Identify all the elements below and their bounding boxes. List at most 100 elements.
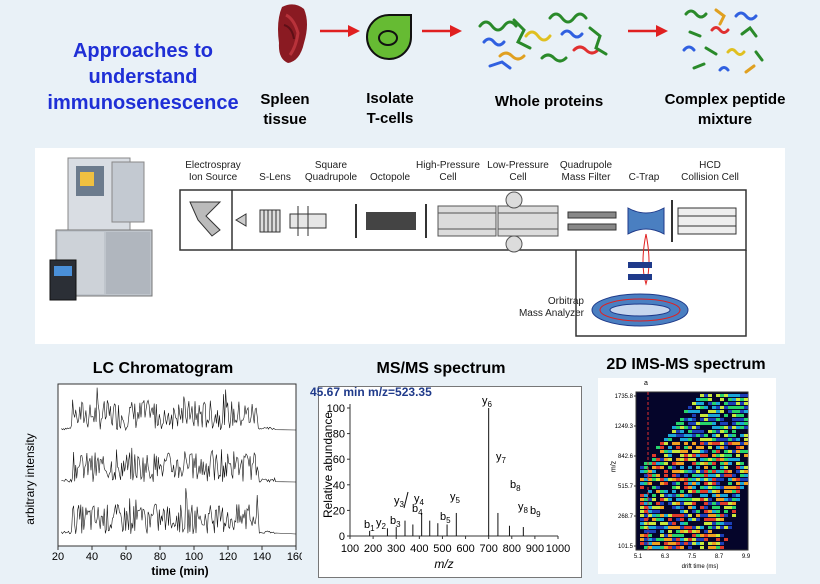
ims-cell (648, 506, 652, 509)
ims-cell (728, 426, 732, 429)
ims-cell (716, 522, 720, 525)
ims-cell (700, 442, 704, 445)
ims-cell (712, 466, 716, 469)
ims-cell (740, 486, 744, 489)
ims-cell (728, 394, 732, 397)
ims-cell (708, 398, 712, 401)
ims-cell (648, 502, 652, 505)
ims-cell (724, 430, 728, 433)
lc-trace (61, 447, 297, 483)
ims-cell (668, 454, 672, 457)
ims-cell (716, 434, 720, 437)
ims-cell (728, 522, 732, 525)
ims-cell (732, 422, 736, 425)
ion-base: y (376, 517, 382, 529)
ims-cell (644, 514, 648, 517)
ims-cell (644, 534, 648, 537)
ims-cell (668, 518, 672, 521)
msms-ion-label: y2 (376, 517, 387, 531)
ims-cell (656, 458, 660, 461)
ims-cell (728, 398, 732, 401)
ims-cell (708, 414, 712, 417)
ims-cell (700, 422, 704, 425)
arrow-icon (320, 25, 360, 37)
ims-cell (688, 458, 692, 461)
ims-cell (644, 466, 648, 469)
step-label-proteins: Whole proteins (474, 92, 624, 112)
ims-cell (716, 446, 720, 449)
ims-cell (700, 406, 704, 409)
ims-cell (740, 466, 744, 469)
ims-cell (732, 458, 736, 461)
ims-cell (692, 486, 696, 489)
ims-cell (640, 506, 644, 509)
ims-cell (736, 498, 740, 501)
ims-cell (720, 454, 724, 457)
ims-cell (720, 498, 724, 501)
octopole-icon (355, 204, 427, 238)
ims-cell (720, 474, 724, 477)
ion-sub: 5 (456, 496, 461, 505)
ims-cell (676, 422, 680, 425)
ims-cell (724, 442, 728, 445)
ims-cell (652, 486, 656, 489)
ims-cell (644, 474, 648, 477)
ims-cell (684, 450, 688, 453)
ims-cell (740, 446, 744, 449)
ims-cell (688, 514, 692, 517)
ims-cell (640, 542, 644, 545)
ims-cell (672, 522, 676, 525)
ims-cell (704, 470, 708, 473)
ims-cell (724, 526, 728, 529)
ims-cell (660, 490, 664, 493)
ims-cell (736, 402, 740, 405)
ims-cell (696, 474, 700, 477)
ims-cell (720, 518, 724, 521)
ims-cell (736, 406, 740, 409)
ims-cell (696, 514, 700, 517)
ims-cell (724, 502, 728, 505)
ims-cell (668, 466, 672, 469)
ims-cell (704, 518, 708, 521)
msms-x-tick-label: 400 (410, 543, 428, 555)
ims-cell (700, 474, 704, 477)
msms-ion-label: y6 (482, 396, 493, 409)
ims-cell (680, 454, 684, 457)
ims-cell (708, 546, 712, 549)
ims-cell (696, 482, 700, 485)
ims-cell (672, 450, 676, 453)
ims-cell (692, 498, 696, 501)
msms-x-tick-label: 200 (364, 543, 382, 555)
msms-panel (318, 386, 582, 578)
ims-cell (740, 410, 744, 413)
ims-cell (680, 458, 684, 461)
ims-cell (696, 510, 700, 513)
ims-cell (704, 510, 708, 513)
ims-cell (724, 522, 728, 525)
ims-y-tick-label: 1249.3 (615, 424, 634, 430)
msms-title: MS/MS spectrum (376, 360, 506, 377)
ims-cell (704, 394, 708, 397)
ims-cell (708, 514, 712, 517)
ims-cell (696, 490, 700, 493)
ims-cell (660, 530, 664, 533)
ims-cell (704, 458, 708, 461)
ims-cell (708, 518, 712, 521)
ims-cell (640, 538, 644, 541)
ion-base: b (364, 519, 370, 531)
ims-cell (660, 462, 664, 465)
ims-cell (716, 394, 720, 397)
ims-cell (692, 470, 696, 473)
ims-cell (736, 466, 740, 469)
ims-cell (640, 526, 644, 529)
ion-sub: 3 (400, 500, 405, 509)
ims-cell (736, 422, 740, 425)
ims-cell (680, 478, 684, 481)
ims-cell (744, 470, 748, 473)
ims-cell (672, 526, 676, 529)
ims-cell (668, 494, 672, 497)
ims-cell (712, 518, 716, 521)
ims-cell (700, 506, 704, 509)
ims-cell (688, 470, 692, 473)
ims-cell (652, 542, 656, 545)
